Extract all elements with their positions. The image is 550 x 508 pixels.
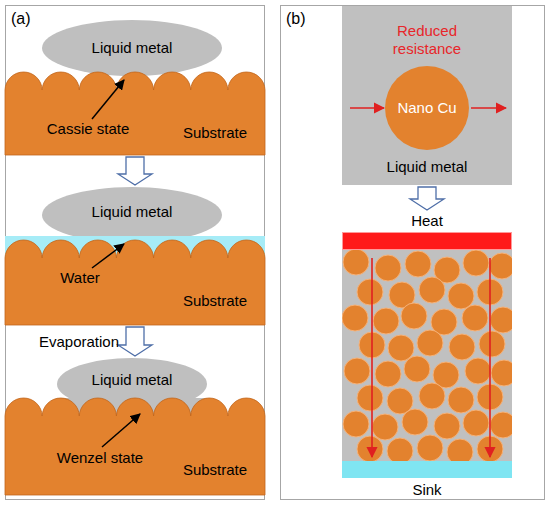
flow-arrow xyxy=(350,107,384,109)
heat-flow-arrow xyxy=(371,258,373,457)
panel-letter: (b) xyxy=(286,10,326,28)
drop-shape xyxy=(42,20,222,76)
liquid-metal-drop: Liquid metal xyxy=(42,20,222,76)
composite-block xyxy=(342,249,517,465)
panel-border xyxy=(6,6,265,500)
state-label: Cassie state xyxy=(28,120,148,138)
substrate-block-outline xyxy=(5,72,265,155)
drop-shape xyxy=(42,187,222,243)
state-label: Water xyxy=(50,269,110,287)
process-arrow xyxy=(118,327,152,356)
substrate-block: Substrate xyxy=(5,72,265,155)
node-text: Liquid metal xyxy=(342,158,512,176)
node-text: Liquid metal xyxy=(42,39,222,57)
liquid-metal-drop: Liquid metal xyxy=(42,187,222,243)
substrate-block: Substrate xyxy=(5,236,265,325)
particle-shape xyxy=(385,66,469,150)
cell-fill xyxy=(342,6,512,185)
substrate-block-outline xyxy=(5,398,265,495)
flow-arrow xyxy=(471,107,506,109)
textured-surface xyxy=(5,398,265,495)
process-arrow xyxy=(410,187,444,210)
node-text: Heat xyxy=(342,212,512,230)
process-arrow xyxy=(118,157,152,185)
panel-frame: (a)Liquid metalSubstrateLiquid metalSubs… xyxy=(5,5,265,500)
leader-arrow xyxy=(92,80,124,119)
state-label: Wenzel state xyxy=(38,449,162,467)
node-text: Sink xyxy=(342,481,512,499)
nano-cu-particle: Nano Cu xyxy=(385,66,469,150)
liquid-metal-cell: Reduced resistanceLiquid metal Nano Cu xyxy=(342,6,512,185)
heater-bar xyxy=(343,233,512,250)
node-text: Substrate xyxy=(165,292,265,310)
textured-surface xyxy=(5,72,265,155)
panel-letter: (a) xyxy=(11,10,51,28)
sink-bar xyxy=(342,461,512,478)
panel-border xyxy=(281,6,545,500)
heat-flow-arrow xyxy=(489,258,491,457)
node-text: Substrate xyxy=(165,461,265,479)
heat-sink-bar: Sink xyxy=(342,461,512,501)
node-text: Liquid metal xyxy=(57,371,207,389)
arrow-label: Evaporation xyxy=(7,333,119,351)
textured-surface xyxy=(5,240,265,325)
leader-arrow xyxy=(92,244,124,268)
node-text: Reduced resistance xyxy=(377,22,477,58)
heat-source-bar: Heat xyxy=(342,212,512,250)
node-text: Nano Cu xyxy=(385,99,469,117)
panel-frame: (b) Reduced resistanceLiquid metal Nano Cu… xyxy=(280,5,545,500)
node-text: Substrate xyxy=(165,124,265,142)
leader-arrow xyxy=(102,414,140,447)
node-text: Liquid metal xyxy=(42,203,222,221)
substrate-block-outline xyxy=(5,236,265,325)
substrate-block: Substrate xyxy=(5,398,265,495)
nano-cu-particles xyxy=(342,250,512,461)
liquid-metal-matrix xyxy=(342,250,512,461)
